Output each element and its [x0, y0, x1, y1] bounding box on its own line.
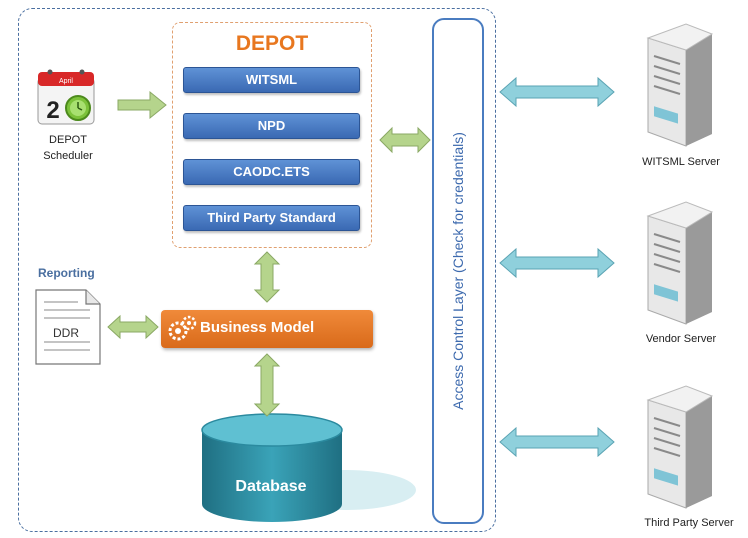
server-label-witsml: WITSML Server	[642, 156, 720, 168]
calendar-month: April	[59, 78, 73, 85]
arrow-scheduler-depot	[117, 90, 167, 120]
access-control-layer	[432, 18, 484, 524]
server-label-third-party: Third Party Server	[644, 517, 734, 529]
arrow-acl-witsml	[499, 76, 615, 108]
arrow-business-database	[253, 353, 281, 417]
server-icon	[646, 385, 714, 509]
standard-npd: NPD	[183, 113, 360, 139]
depot-title: DEPOT	[235, 32, 309, 55]
gears-icon	[168, 315, 197, 341]
server-icon	[646, 201, 714, 325]
business-model-box	[161, 310, 373, 348]
arrow-depot-business	[253, 251, 281, 303]
scheduler-label-line2: Scheduler	[43, 150, 93, 162]
arrow-ddr-business	[107, 314, 159, 340]
arrow-depot-acl	[379, 126, 431, 154]
database-icon	[201, 413, 416, 522]
standard-witsml: WITSML	[183, 67, 360, 93]
document-icon	[35, 289, 101, 365]
arrow-acl-vendor	[499, 247, 615, 279]
calendar-icon: April 2	[37, 69, 95, 125]
server-label-vendor: Vendor Server	[645, 333, 717, 345]
arrow-acl-thirdparty	[499, 426, 615, 458]
calendar-day: 2	[46, 97, 59, 124]
database-label: Database	[235, 478, 307, 495]
standard-third-party: Third Party Standard	[183, 205, 360, 231]
system-boundary	[18, 8, 496, 532]
standard-caodc-ets: CAODC.ETS	[183, 159, 360, 185]
reporting-title: Reporting	[38, 266, 95, 280]
server-icon	[646, 23, 714, 147]
business-model-label: Business Model	[200, 319, 315, 336]
scheduler-label-line1: DEPOT	[49, 134, 87, 146]
ddr-label: DDR	[53, 326, 79, 340]
depot-group	[172, 22, 372, 248]
